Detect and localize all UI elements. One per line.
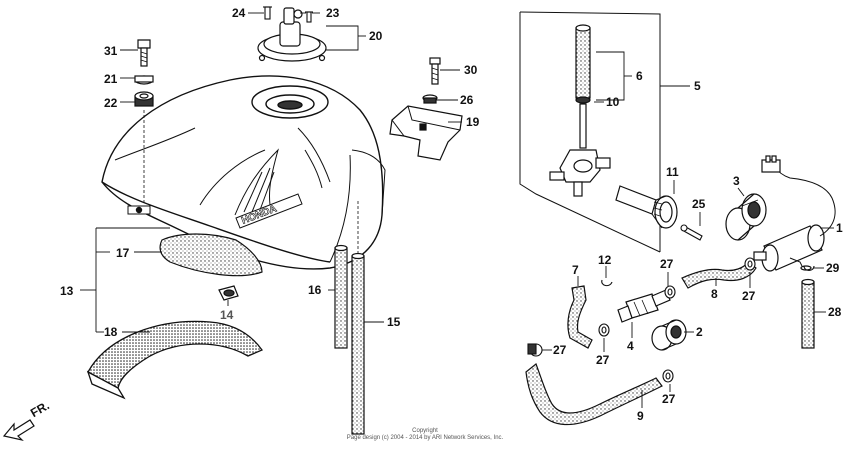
pin-25 xyxy=(680,224,703,241)
hose-8 xyxy=(681,261,757,289)
callout-14: 14 xyxy=(220,308,234,322)
hose-clamps xyxy=(527,257,815,383)
cushion-2 xyxy=(651,319,687,351)
callout-3: 3 xyxy=(733,174,740,188)
clip-29 xyxy=(803,265,815,272)
callout-11: 11 xyxy=(666,165,679,179)
callout-5: 5 xyxy=(694,79,701,93)
callout-24: 24 xyxy=(232,6,246,20)
callout-15: 15 xyxy=(387,315,401,329)
hose-28 xyxy=(801,278,815,349)
drain-tube-15 xyxy=(351,200,365,435)
callout-6: 6 xyxy=(636,69,643,83)
filter-3 xyxy=(725,193,767,241)
tank-tray xyxy=(86,320,263,400)
clamp-c xyxy=(664,285,676,299)
callout-29: 29 xyxy=(826,261,840,275)
fuel-pump xyxy=(753,155,836,272)
callout-8: 8 xyxy=(711,287,718,301)
callout-16: 16 xyxy=(308,283,322,297)
callout-12: 12 xyxy=(598,253,612,267)
callout-23: 23 xyxy=(326,6,340,20)
callout-2: 2 xyxy=(696,325,703,339)
callout-18: 18 xyxy=(104,325,118,339)
callout-27-a: 27 xyxy=(660,257,674,271)
copyright-line-2: Page design (c) 2004 - 2014 by ARI Netwo… xyxy=(346,435,504,441)
callout-21: 21 xyxy=(104,72,118,86)
callout-9: 9 xyxy=(637,409,644,423)
callout-4: 4 xyxy=(627,339,634,353)
callout-27-d: 27 xyxy=(596,353,610,367)
clamp-e xyxy=(662,369,674,383)
front-direction-arrow xyxy=(2,419,35,442)
callout-1: 1 xyxy=(836,221,843,235)
hose-7 xyxy=(567,285,593,349)
callout-22: 22 xyxy=(104,96,118,110)
callout-27-b: 27 xyxy=(742,289,756,303)
fuel-hose-11 xyxy=(615,185,678,229)
hose-9 xyxy=(525,363,663,426)
cap-bolts xyxy=(263,6,313,23)
clamp-d xyxy=(744,257,756,271)
callout-20: 20 xyxy=(369,29,383,43)
inline-filter-4 xyxy=(617,289,671,323)
fuel-petcock xyxy=(549,24,611,197)
callout-26: 26 xyxy=(460,93,474,107)
callout-28: 28 xyxy=(828,305,842,319)
drain-tube-16 xyxy=(334,244,348,349)
clip-12 xyxy=(601,279,613,287)
callout-7: 7 xyxy=(572,263,579,277)
grommet-clip xyxy=(218,285,239,301)
callout-30: 30 xyxy=(464,63,478,77)
callout-13: 13 xyxy=(60,284,74,298)
fuel-tank xyxy=(101,75,386,270)
tank-pad xyxy=(159,233,263,277)
callout-17: 17 xyxy=(116,246,130,260)
fuel-cap xyxy=(257,7,327,62)
callout-31: 31 xyxy=(104,44,118,58)
callout-27-e: 27 xyxy=(662,392,676,406)
callout-27-c: 27 xyxy=(553,343,567,357)
tank-bolt-stack xyxy=(134,39,154,202)
copyright-line-1: Copyright xyxy=(412,428,438,434)
leader-lines xyxy=(80,12,834,408)
bracket-assembly xyxy=(389,57,463,161)
petcock-group-outline xyxy=(519,11,661,253)
callout-25: 25 xyxy=(692,197,706,211)
clamp-b xyxy=(598,323,610,337)
clamp-a xyxy=(527,343,543,357)
callout-10: 10 xyxy=(606,95,620,109)
callout-19: 19 xyxy=(466,115,480,129)
